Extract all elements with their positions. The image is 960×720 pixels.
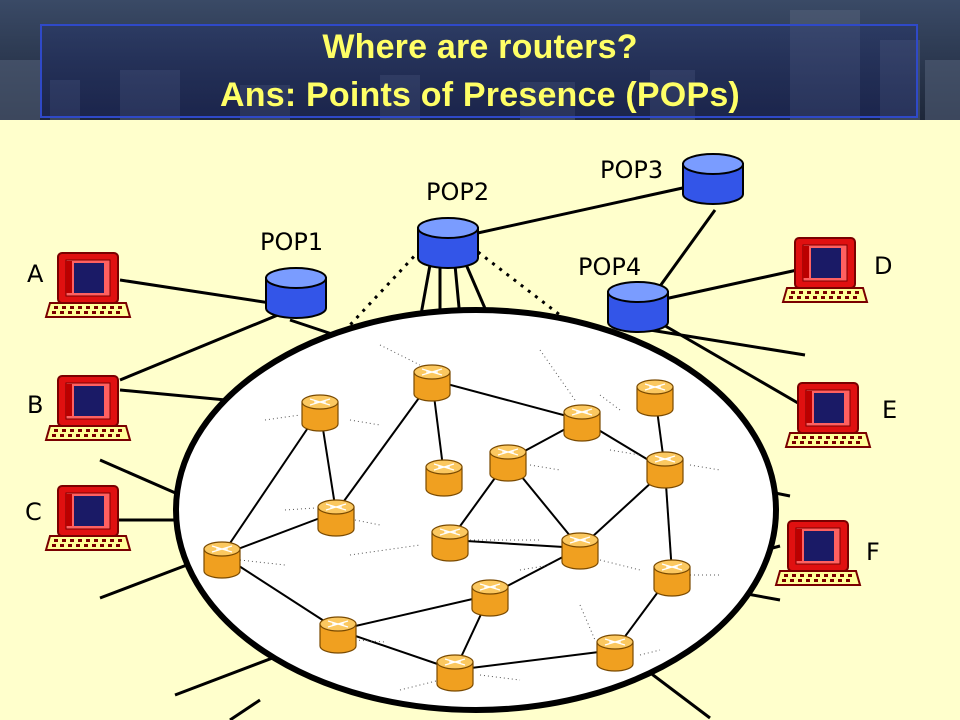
router-icon <box>636 379 674 417</box>
router-icon <box>646 451 684 489</box>
host-e-label: E <box>882 396 897 424</box>
router-icon <box>425 459 463 497</box>
pop1-database-icon <box>265 267 327 319</box>
pop1-label: POP1 <box>260 228 323 256</box>
host-a-computer-icon <box>45 252 131 318</box>
pop3-database-icon <box>682 153 744 205</box>
router-icon <box>563 404 601 442</box>
host-c-label: C <box>25 498 42 526</box>
router-icon <box>413 364 451 402</box>
pop2-database-icon <box>417 217 479 269</box>
slide-subtitle: Ans: Points of Presence (POPs) <box>220 76 740 114</box>
router-icon <box>436 654 474 692</box>
host-a-label: A <box>27 260 44 288</box>
host-e-computer-icon <box>785 382 871 448</box>
backbone-cloud <box>173 307 779 713</box>
host-b-computer-icon <box>45 375 131 441</box>
router-icon <box>561 532 599 570</box>
pop3-label: POP3 <box>600 156 663 184</box>
router-icon <box>489 444 527 482</box>
router-icon <box>301 394 339 432</box>
host-f-label: F <box>866 538 880 566</box>
host-c-computer-icon <box>45 485 131 551</box>
pop4-database-icon <box>607 281 669 333</box>
pop2-label: POP2 <box>426 178 489 206</box>
host-d-label: D <box>874 252 892 280</box>
host-f-computer-icon <box>775 520 861 586</box>
router-icon <box>319 616 357 654</box>
host-b-label: B <box>27 391 43 419</box>
host-d-computer-icon <box>782 237 868 303</box>
router-icon <box>203 541 241 579</box>
router-icon <box>431 524 469 562</box>
pop4-label: POP4 <box>578 253 641 281</box>
router-icon <box>596 634 634 672</box>
title-frame <box>40 24 918 118</box>
router-icon <box>317 499 355 537</box>
slide-title: Where are routers? <box>322 28 638 66</box>
router-icon <box>653 559 691 597</box>
router-icon <box>471 579 509 617</box>
